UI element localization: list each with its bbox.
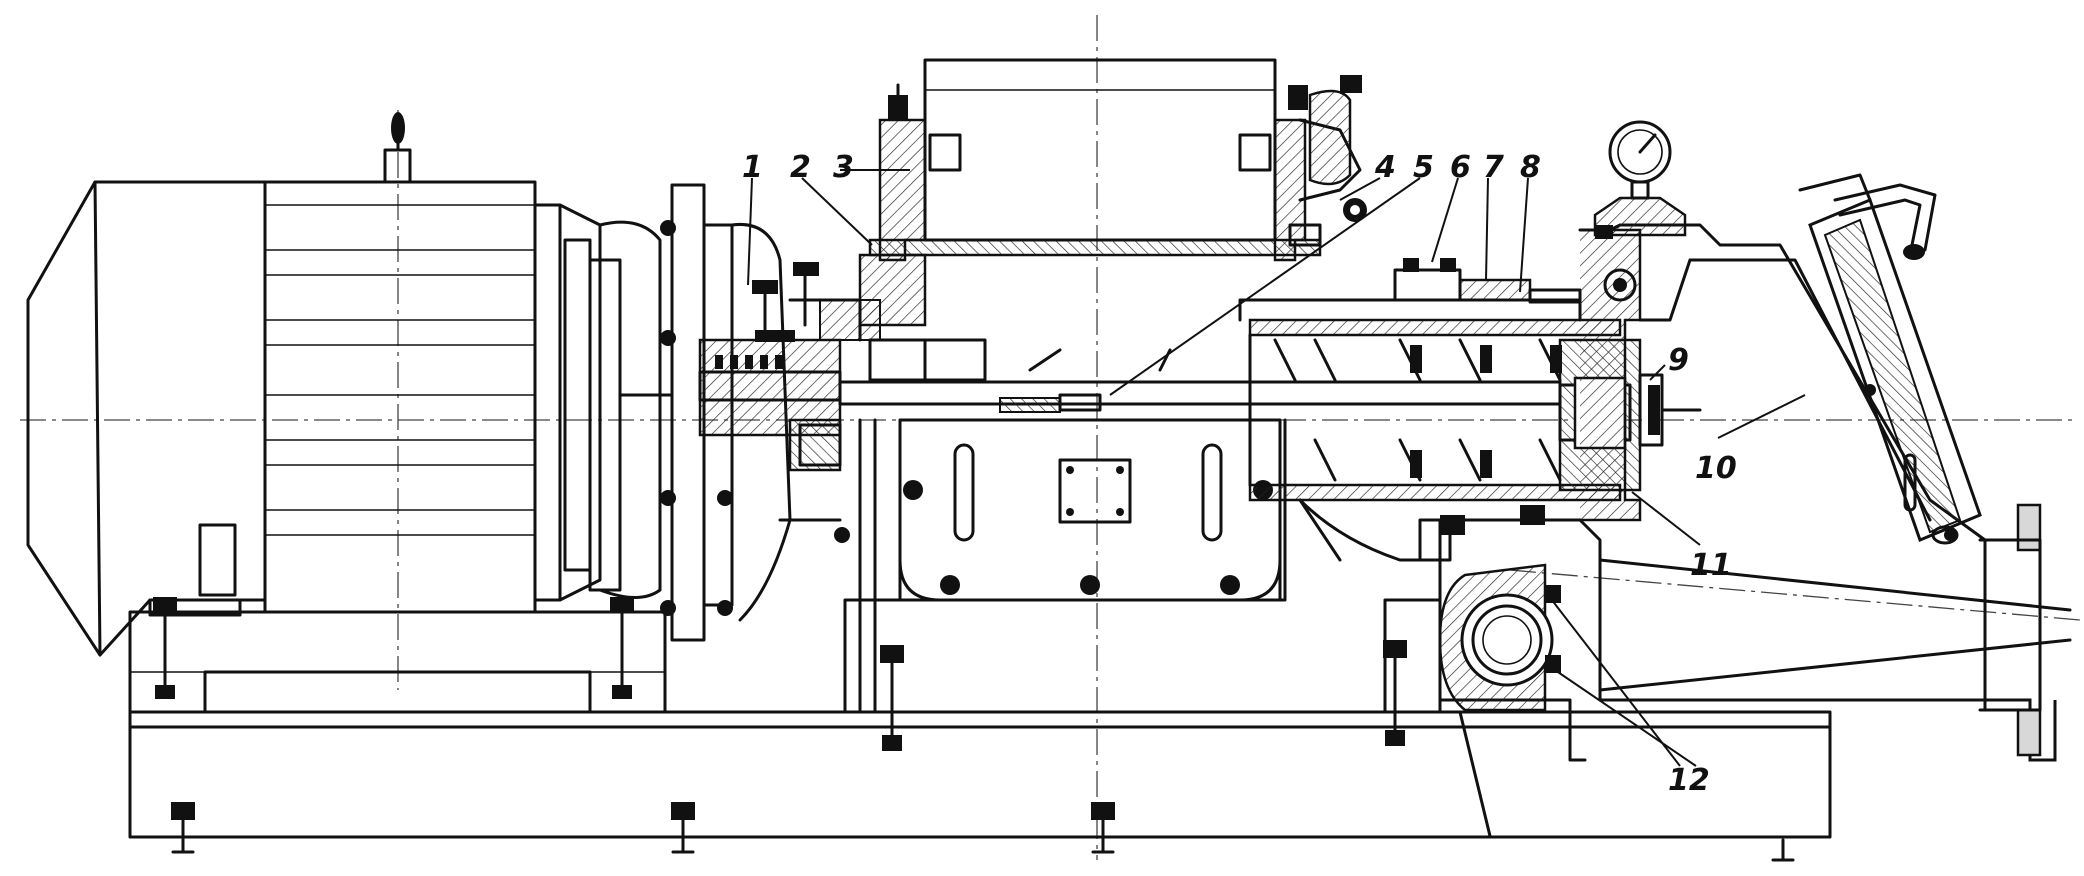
callout-8: 8 [1520, 150, 1541, 185]
callout-6: 6 [1450, 150, 1471, 185]
main-housing [834, 58, 1322, 714]
callout-3: 3 [833, 150, 854, 185]
outlet-nozzle [1438, 503, 2072, 762]
gear-teeth [715, 355, 783, 369]
leader-lines [747, 169, 1806, 767]
drive-housing [698, 262, 881, 472]
center-lines [20, 15, 2081, 860]
callout-2: 2 [790, 150, 811, 185]
screw-barrel [1238, 228, 1702, 562]
flange-coupling [598, 183, 842, 642]
callout-11: 11 [1690, 548, 1732, 583]
callout-12: 12 [1668, 763, 1710, 798]
callout-7: 7 [1483, 150, 1504, 185]
pressure-gauge-icon [1593, 120, 1687, 239]
base-bolts [153, 597, 1795, 862]
base-frame [128, 598, 1832, 839]
callout-9: 9 [1668, 343, 1689, 378]
callouts: 1 2 3 4 5 6 7 8 9 10 11 12 [742, 150, 1737, 798]
main-shaft [838, 348, 1562, 413]
callout-4: 4 [1374, 150, 1396, 185]
tension-device [1288, 75, 1367, 247]
feed-hopper-icon [1578, 173, 1987, 712]
callout-10: 10 [1695, 451, 1737, 486]
electric-motor-icon [26, 112, 672, 657]
callout-1: 1 [742, 150, 763, 185]
callout-5: 5 [1413, 150, 1434, 185]
